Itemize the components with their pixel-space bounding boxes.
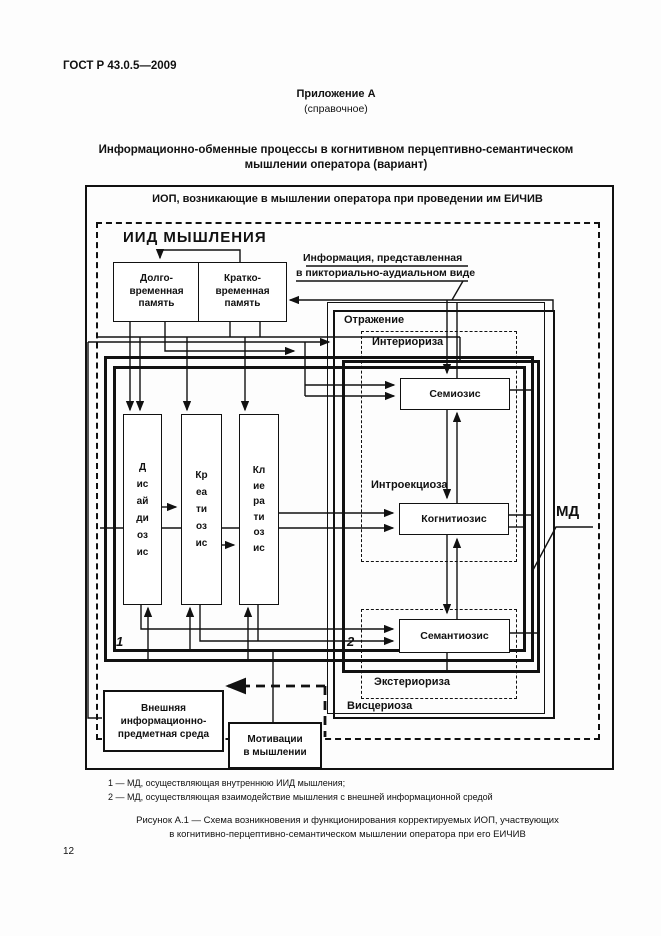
- reflection-label: Отражение: [344, 314, 405, 326]
- introekcioza-label: Интроекциоза: [371, 479, 448, 491]
- info-label-line1: Информация, представленная: [303, 252, 463, 264]
- kognitiozis-box: Когнитиозис: [399, 503, 509, 535]
- info-label-line2: в пикториально-аудиальном виде: [296, 267, 476, 279]
- md-loop-3: [342, 360, 540, 673]
- footnote-1: 1 — МД, осуществляющая внутреннюю ИИД мы…: [108, 778, 346, 788]
- diagram-frame-title: ИОП, возникающие в мышлении оператора пр…: [152, 193, 543, 205]
- disaydiozis-box: Дисайдиозис: [123, 414, 162, 605]
- perception-rect: [327, 302, 545, 714]
- klieratiozis-label: Клиератиозис: [252, 465, 266, 554]
- interioriza-dashed-box: [361, 331, 517, 562]
- klieratiozis-box: Клиератиозис: [239, 414, 279, 605]
- figure-heading-line1: Информационно-обменные процессы в когнит…: [98, 144, 574, 156]
- annex-note: (справочное): [304, 103, 368, 115]
- motivation-box: Мотивации в мышлении: [228, 722, 322, 769]
- interioriza-label: Интериориза: [372, 336, 444, 348]
- visterioza-label: Висцериоза: [347, 700, 413, 712]
- long-term-memory-box: Долго- временная память: [113, 262, 200, 322]
- figure-caption-line1: Рисунок А.1 — Схема возникновения и функ…: [136, 815, 559, 826]
- standard-number: ГОСТ Р 43.0.5—2009: [63, 60, 177, 72]
- md-label: МД: [556, 503, 580, 520]
- short-term-memory-box: Кратко- временная память: [198, 262, 287, 322]
- eksterioriza-dashed-box: [361, 609, 517, 699]
- disaydiozis-label: Дисайдиозис: [136, 461, 149, 558]
- page-number: 12: [63, 846, 75, 857]
- diagram-dashed-frame: [96, 222, 600, 740]
- footnote-2: 2 — МД, осуществляющая взаимодействие мы…: [108, 792, 493, 802]
- diagram-outer-frame: [85, 185, 614, 770]
- marker-1: 1: [116, 634, 124, 649]
- eksterioriza-label: Экстериориза: [374, 676, 450, 688]
- external-environment-box: Внешняя информационно- предметная среда: [103, 690, 224, 752]
- iid-thinking-title: ИИД МЫШЛЕНИЯ: [123, 229, 267, 246]
- kreatiozis-label: Креатиозис: [195, 470, 208, 549]
- marker-2: 2: [347, 634, 355, 649]
- semiosis-box: Семиозис: [400, 378, 510, 410]
- figure-heading-line2: мышлении оператора (вариант): [244, 159, 428, 171]
- kreatiozis-box: Креатиозис: [181, 414, 222, 605]
- annex-title: Приложение А: [296, 88, 376, 100]
- reflection-box: [333, 310, 555, 719]
- md-loop-1: [104, 356, 534, 662]
- md-loop-2: [113, 366, 526, 652]
- semantiozis-box: Семантиозис: [399, 619, 510, 653]
- figure-caption-line2: в когнитивно-перцептивно-семантическом м…: [169, 829, 526, 840]
